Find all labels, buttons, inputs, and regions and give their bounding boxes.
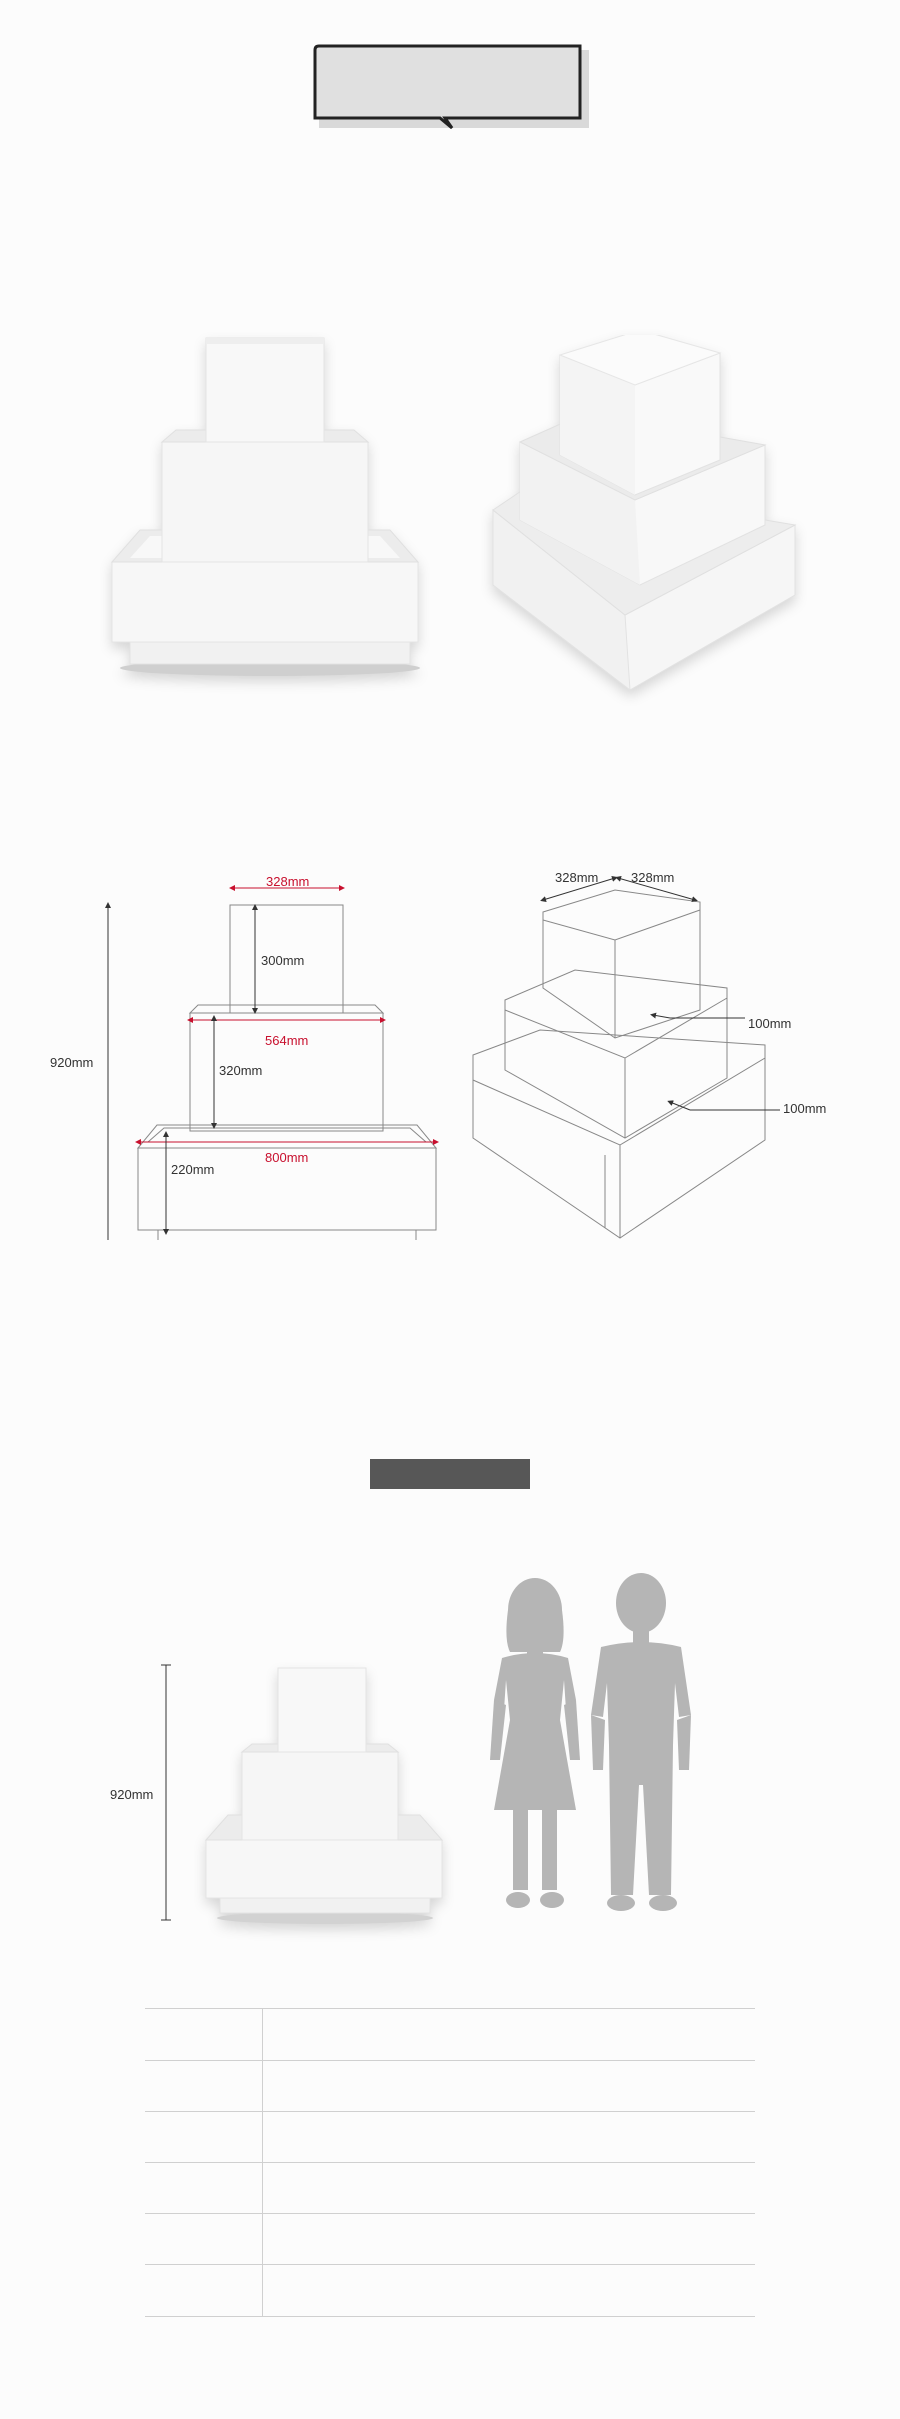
- header-badge: [313, 44, 589, 130]
- dimension-drawing-front: [105, 885, 439, 1240]
- comparison-banner: [370, 1459, 530, 1489]
- scale-product-image: [204, 1667, 444, 1924]
- spec-table-rule: [145, 2213, 755, 2214]
- scale-height-line: [161, 1664, 171, 1921]
- middle-height-label: 320mm: [219, 1063, 263, 1078]
- child-boy-silhouette: [591, 1573, 691, 1911]
- product-perspective-image: [492, 335, 797, 692]
- spec-table-divider: [262, 2008, 263, 2316]
- middle-width-label: 564mm: [265, 1033, 309, 1048]
- spec-table-rule: [145, 2162, 755, 2163]
- ledge-middle-label: 100mm: [748, 1016, 792, 1031]
- bottom-height-label: 220mm: [171, 1162, 215, 1177]
- top-height-label: 300mm: [261, 953, 305, 968]
- spec-table-rule: [145, 2264, 755, 2265]
- total-height-label: 920mm: [50, 1055, 94, 1070]
- spec-table-rule: [145, 2111, 755, 2112]
- child-girl-silhouette: [490, 1578, 580, 1908]
- spec-table-rule: [145, 2060, 755, 2061]
- product-front-image: [110, 337, 420, 676]
- top-width-label: 328mm: [266, 874, 310, 889]
- dimension-drawing-isometric: [472, 875, 780, 1239]
- bottom-width-label: 800mm: [265, 1150, 309, 1165]
- scale-height-label: 920mm: [110, 1787, 154, 1802]
- ledge-bottom-label: 100mm: [783, 1101, 827, 1116]
- spec-table-rule: [145, 2316, 755, 2317]
- spec-table-rule: [145, 2008, 755, 2009]
- iso-width-right-label: 328mm: [631, 870, 675, 885]
- iso-width-left-label: 328mm: [555, 870, 599, 885]
